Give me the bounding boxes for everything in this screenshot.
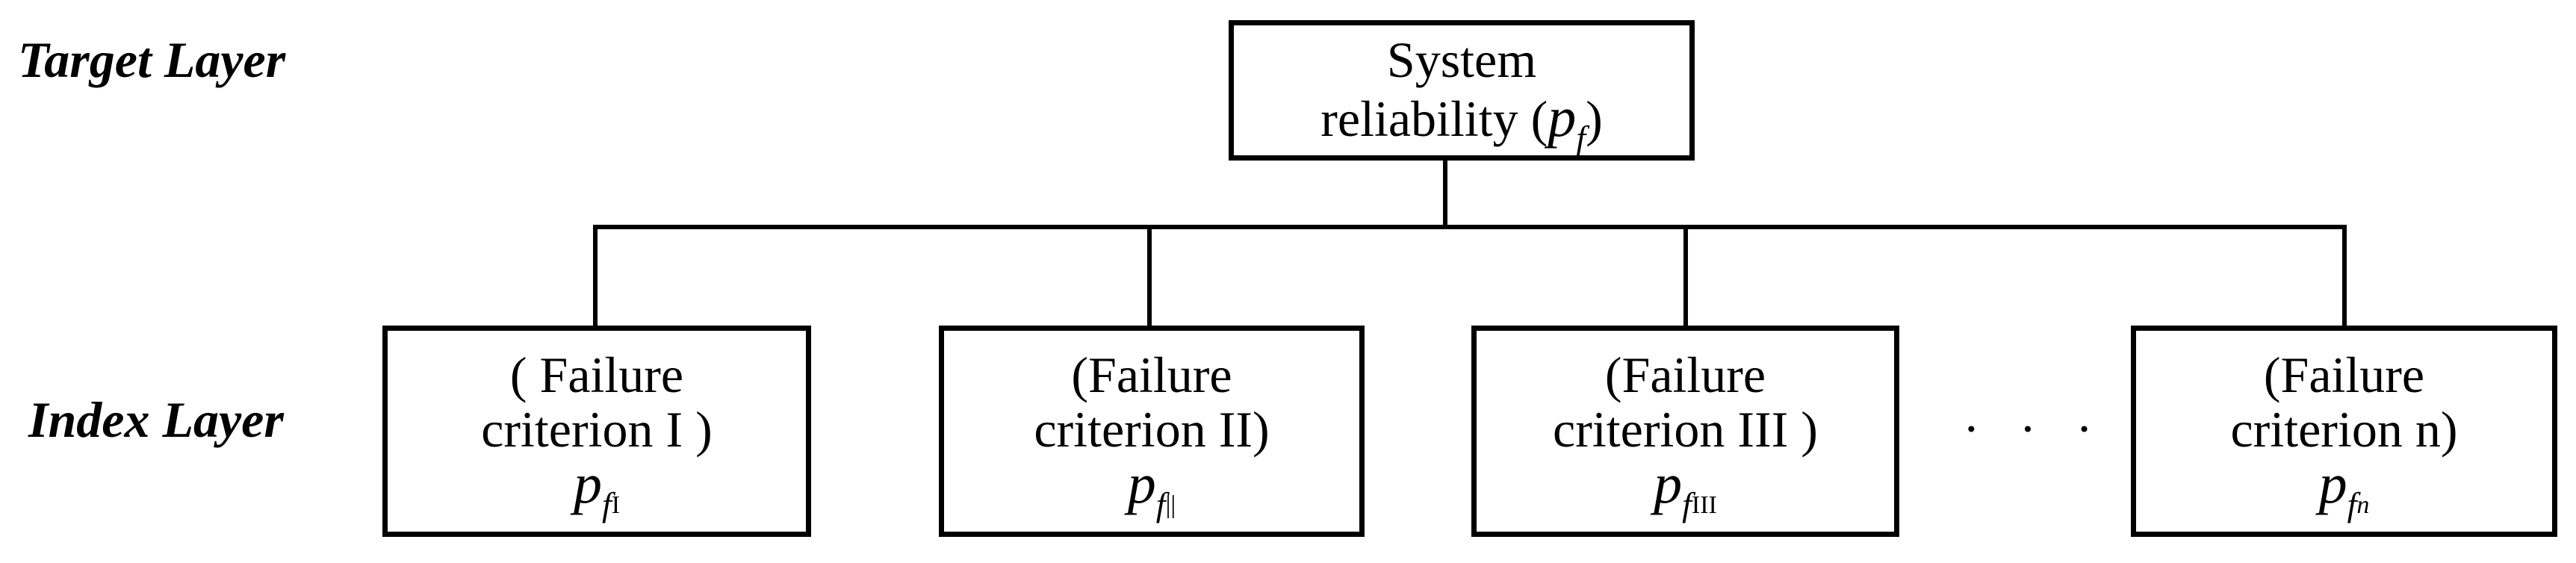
criterion-probability: pf|| [1127, 452, 1176, 523]
probability-sub-subscript: III [1691, 491, 1717, 519]
failure-criterion-node-n: (Failure criterion n) pfn [2131, 326, 2557, 537]
target-layer-label: Target Layer [18, 31, 286, 88]
criterion-line-2: criterion II) [1034, 400, 1270, 458]
probability-subscript: f [1155, 485, 1166, 523]
ellipsis: · · · [1963, 400, 2106, 457]
index-layer-label: Index Layer [28, 391, 284, 448]
node-title-line-2: reliability (pf) [1320, 85, 1603, 156]
node-title-line-1: System [1386, 31, 1537, 88]
criterion-line-2: criterion n) [2230, 400, 2458, 458]
criterion-line-1: (Failure [1071, 346, 1232, 404]
node-close-paren: ) [1586, 90, 1603, 147]
probability-subscript: f [601, 485, 612, 523]
probability-symbol: p [1127, 452, 1156, 515]
criterion-line-2: criterion III ) [1553, 400, 1818, 458]
criterion-line-1: (Failure [2263, 346, 2425, 404]
probability-sub-subscript: n [2356, 491, 2370, 519]
probability-sub-subscript: I [611, 491, 621, 519]
probability-symbol: p [2318, 452, 2347, 515]
failure-criterion-node-1: ( Failure criterion I ) pfI [382, 326, 811, 537]
failure-criterion-node-2: (Failure criterion II) pf|| [939, 326, 1365, 537]
probability-subscript: f [1576, 118, 1586, 157]
criterion-probability: pfIII [1654, 452, 1717, 523]
probability-subscript: f [1682, 485, 1692, 523]
system-reliability-node: System reliability (pf) [1229, 20, 1695, 161]
probability-symbol: p [573, 452, 602, 515]
probability-subscript: f [2347, 485, 2357, 523]
probability-symbol: p [1548, 85, 1577, 149]
criterion-line-2: criterion I ) [481, 400, 713, 458]
criterion-probability: pfI [573, 452, 620, 523]
probability-sub-subscript: || [1165, 491, 1176, 519]
criterion-line-1: (Failure [1604, 346, 1766, 404]
criterion-line-1: ( Failure [509, 346, 684, 404]
probability-symbol: p [1654, 452, 1683, 515]
criterion-probability: pfn [2318, 452, 2370, 523]
failure-criterion-node-3: (Failure criterion III ) pfIII [1471, 326, 1899, 537]
node-title-text: reliability ( [1320, 90, 1548, 147]
